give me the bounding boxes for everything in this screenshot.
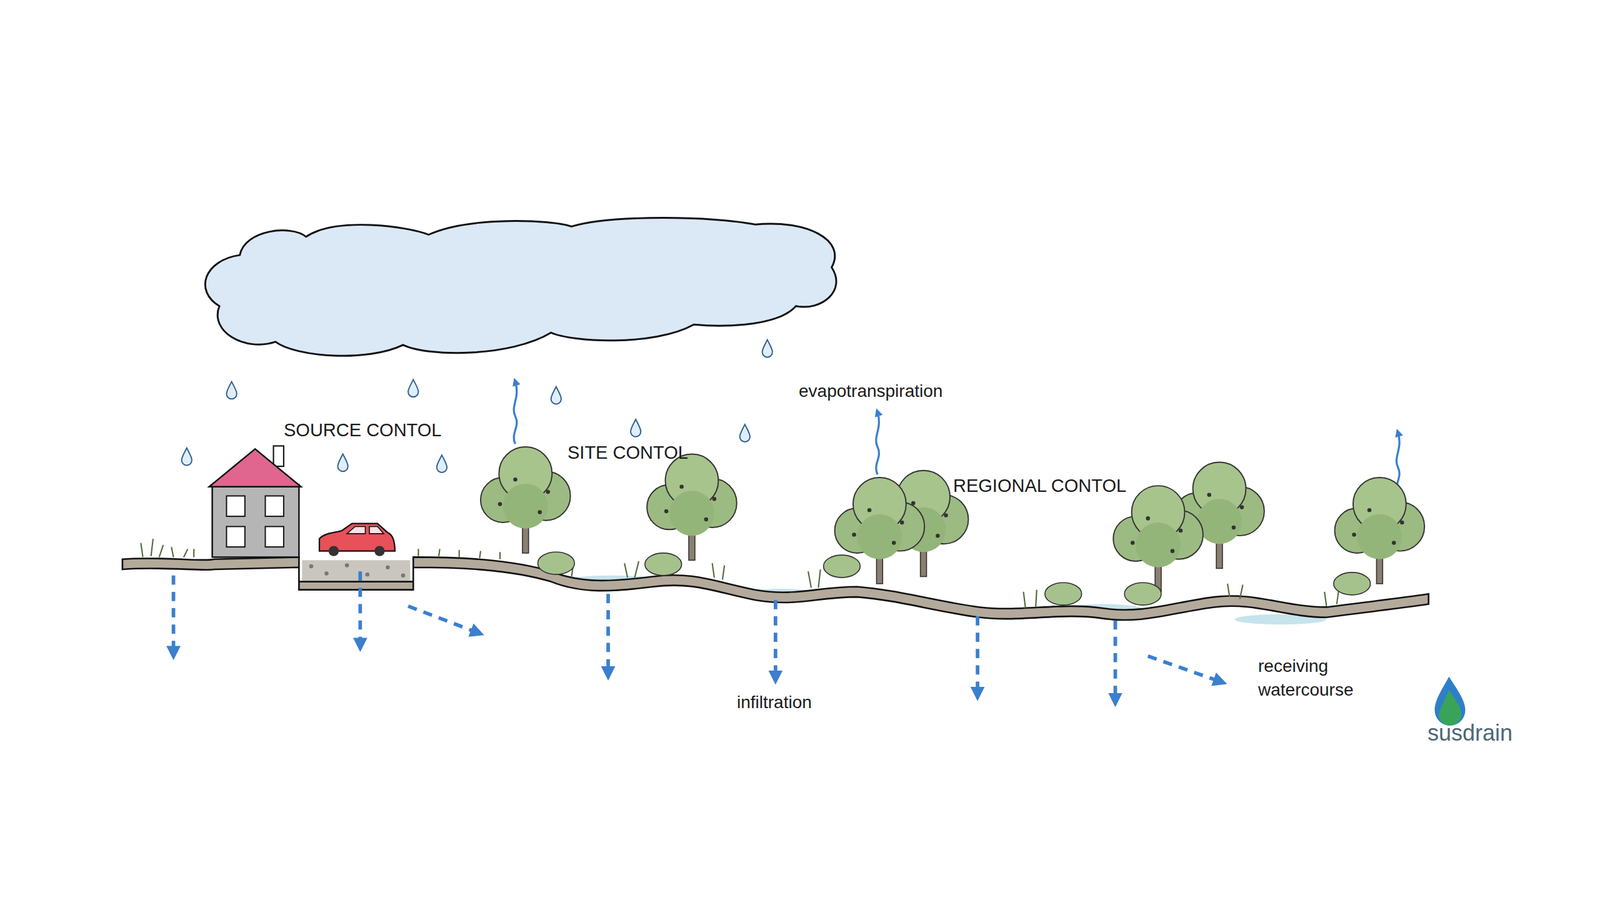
- process-label: infiltration: [736, 690, 812, 715]
- zone-label: SOURCE CONTOL: [283, 418, 442, 443]
- process-label: receiving watercourse: [1258, 654, 1381, 702]
- zone-label: REGIONAL CONTOL: [953, 473, 1127, 499]
- process-label: evapotranspiration: [798, 379, 943, 404]
- logo-text: susdrain: [1427, 718, 1513, 749]
- zone-label: SITE CONTOL: [567, 440, 689, 465]
